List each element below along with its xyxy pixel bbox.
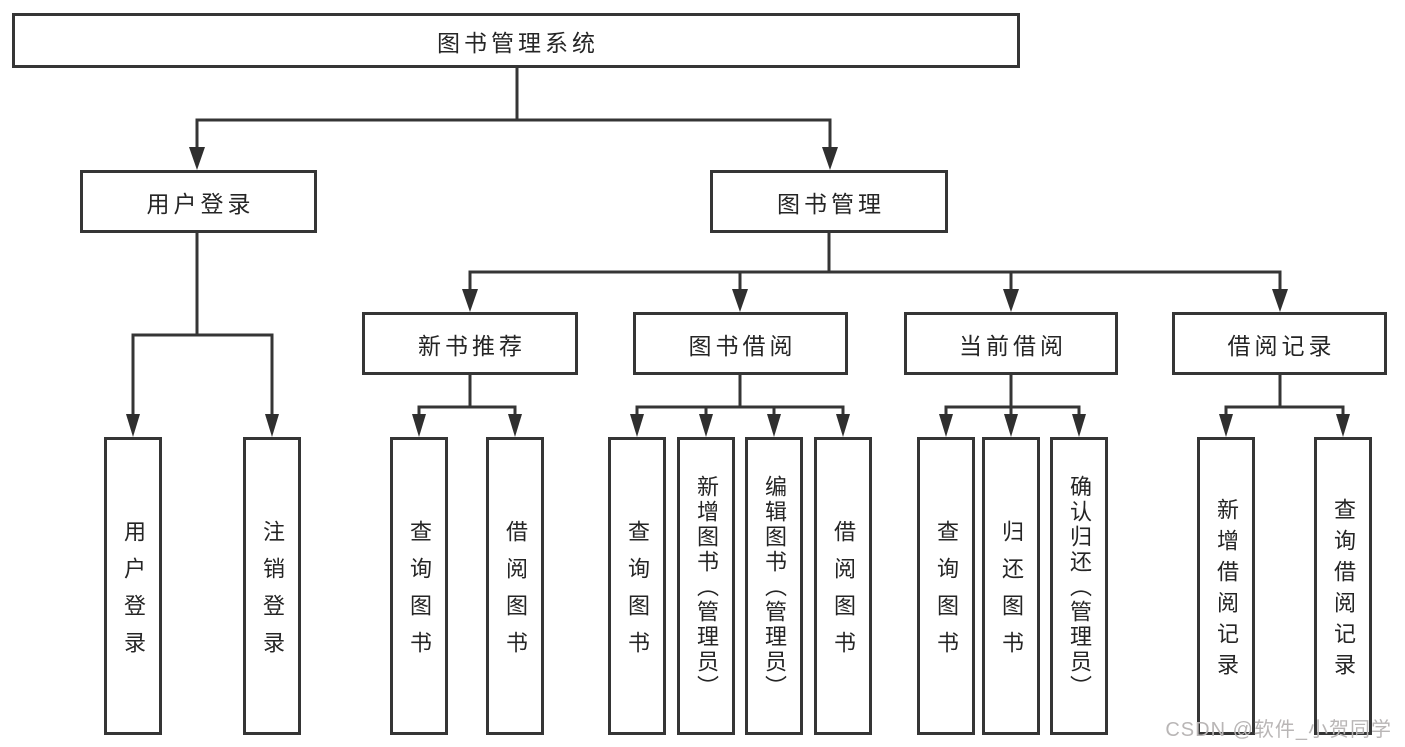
node-user-login: 用户登录 — [80, 170, 317, 233]
arrowheads-level2 — [189, 147, 838, 170]
node-borrowing-records: 借阅记录 — [1172, 312, 1387, 375]
leaf-user-login: 用户登录 — [104, 437, 162, 735]
csdn-watermark: CSDN @软件_小贺同学 — [1165, 719, 1392, 741]
connector-borrowing-records-group — [1224, 375, 1345, 416]
connector-user-login-group — [131, 233, 274, 416]
leaf-borrow-books-borrowing: 借阅图书 — [814, 437, 872, 735]
leaf-confirm-return-admin: 确认归还（管理员） — [1050, 437, 1108, 735]
arrowheads-level3 — [462, 289, 1288, 312]
leaf-borrow-books-recommend: 借阅图书 — [486, 437, 544, 735]
leaf-add-books-admin: 新增图书（管理员） — [677, 437, 735, 735]
leaf-return-books: 归还图书 — [982, 437, 1040, 735]
node-new-book-recommend: 新书推荐 — [362, 312, 578, 375]
leaf-query-books-borrowing: 查询图书 — [608, 437, 666, 735]
node-book-management: 图书管理 — [710, 170, 948, 233]
leaf-add-borrow-record: 新增借阅记录 — [1197, 437, 1255, 735]
arrowheads-leaves — [412, 414, 1350, 437]
leaf-logout: 注销登录 — [243, 437, 301, 735]
leaf-query-borrow-record: 查询借阅记录 — [1314, 437, 1372, 735]
leaf-edit-books-admin: 编辑图书（管理员） — [745, 437, 803, 735]
leaf-query-books-current: 查询图书 — [917, 437, 975, 735]
node-book-borrowing: 图书借阅 — [633, 312, 848, 375]
connector-current-borrowing-group — [944, 375, 1081, 416]
connector-root-to-level2 — [195, 68, 832, 149]
node-current-borrowing: 当前借阅 — [904, 312, 1118, 375]
connector-book-borrowing-group — [635, 375, 845, 416]
connector-book-mgmt-to-level3 — [468, 233, 1282, 291]
leaf-query-books-recommend: 查询图书 — [390, 437, 448, 735]
node-library-management-system: 图书管理系统 — [12, 13, 1020, 68]
arrowheads-user-login-group — [126, 414, 279, 437]
connector-new-book-rec-group — [417, 375, 517, 416]
